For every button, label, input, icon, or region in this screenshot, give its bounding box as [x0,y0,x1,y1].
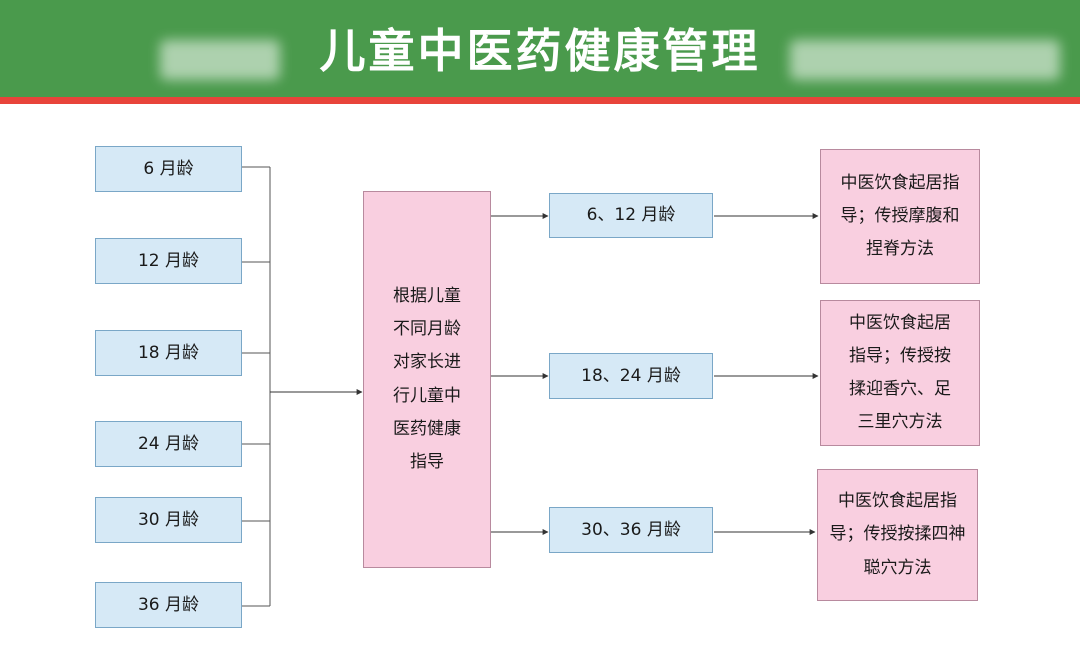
guide-box-18-24: 中医饮食起居 指导；传授按 揉迎香穴、足 三里穴方法 [820,300,980,446]
age-label: 24 月龄 [137,433,200,454]
header-blur-right [790,40,1060,80]
guide-text: 中医饮食起居指 导；传授按揉四神 聪穴方法 [829,491,966,578]
age-box-18: 18 月龄 [95,330,242,376]
age-label: 6 月龄 [143,158,194,179]
group-label: 30、36 月龄 [581,519,681,540]
age-label: 36 月龄 [137,594,200,615]
age-box-24: 24 月龄 [95,421,242,467]
group-label: 18、24 月龄 [581,365,681,386]
page-title: 儿童中医药健康管理 [319,24,761,78]
group-box-18-24: 18、24 月龄 [549,353,713,399]
group-box-6-12: 6、12 月龄 [549,193,713,238]
guide-box-30-36: 中医饮食起居指 导；传授按揉四神 聪穴方法 [817,469,978,601]
guide-text: 中医饮食起居 指导；传授按 揉迎香穴、足 三里穴方法 [849,312,951,433]
header-blur-left [160,40,280,80]
center-guidance-box: 根据儿童 不同月龄 对家长进 行儿童中 医药健康 指导 [363,191,491,568]
guide-box-6-12: 中医饮食起居指 导；传授摩腹和 捏脊方法 [820,149,980,284]
group-box-30-36: 30、36 月龄 [549,507,713,553]
center-guidance-text: 根据儿童 不同月龄 对家长进 行儿童中 医药健康 指导 [393,286,461,472]
group-label: 6、12 月龄 [586,205,676,226]
age-label: 12 月龄 [137,250,200,271]
age-label: 30 月龄 [137,509,200,530]
age-label: 18 月龄 [137,342,200,363]
age-box-30: 30 月龄 [95,497,242,543]
header-stripe [0,97,1080,104]
age-box-6: 6 月龄 [95,146,242,192]
guide-text: 中医饮食起居指 导；传授摩腹和 捏脊方法 [840,172,960,260]
age-box-36: 36 月龄 [95,582,242,628]
age-box-12: 12 月龄 [95,238,242,284]
